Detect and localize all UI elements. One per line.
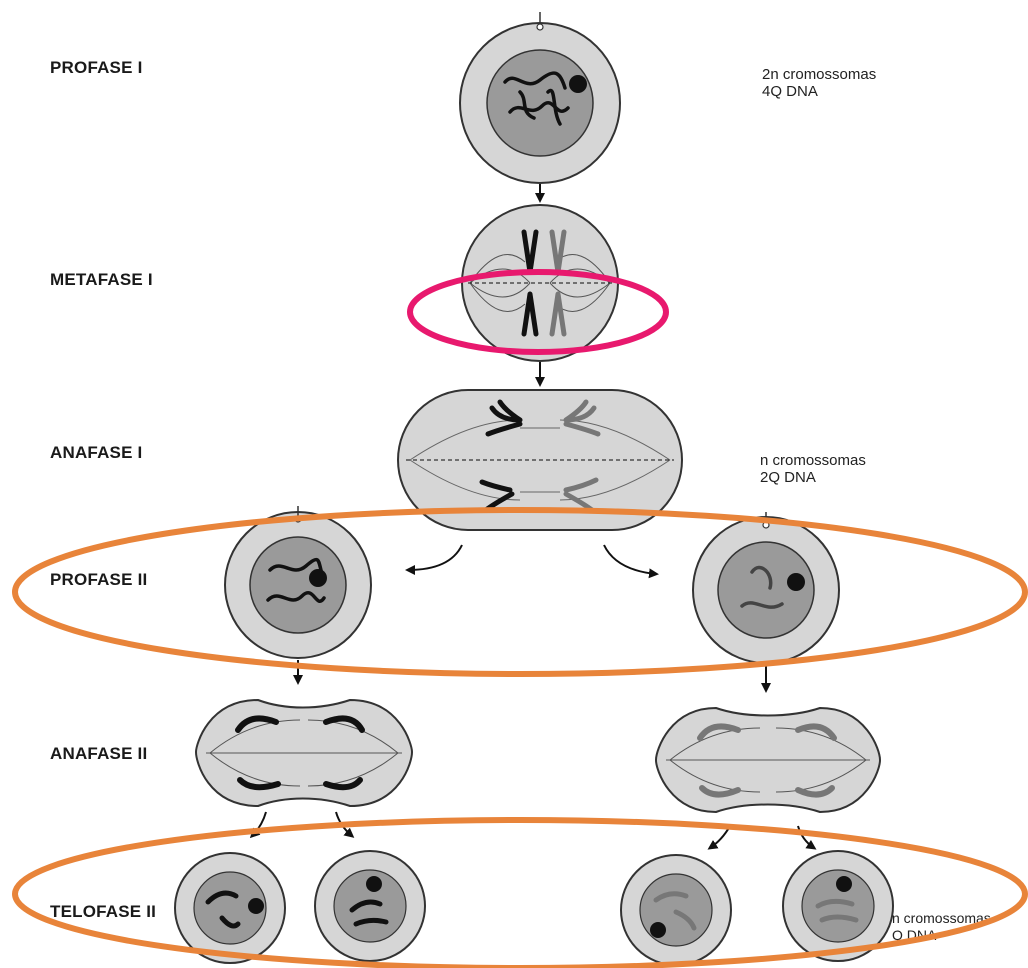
nucleolus [787,573,805,591]
cell-profase-2-left [225,506,371,658]
nucleolus [569,75,587,93]
nucleus [487,50,593,156]
cell-telofase-2-a [175,853,285,963]
nucleolus [836,876,852,892]
cell-metafase-1 [462,205,618,361]
centrosome-icon [537,12,543,30]
cell-telofase-2-c [621,855,731,965]
nucleolus [309,569,327,587]
nucleus [250,537,346,633]
cell-profase-1 [460,12,620,183]
cell-telofase-2-b [315,851,425,961]
cell-anafase-2-right [656,708,880,812]
nucleolus [366,876,382,892]
cell-profase-2-right [693,512,839,663]
cell-anafase-2-left [196,700,412,806]
highlight-profase-2 [15,510,1025,674]
arrow-3-right [604,545,656,574]
arrow-3-left [408,545,462,570]
nucleolus [650,922,666,938]
nucleolus [248,898,264,914]
arrow-6b [798,826,814,848]
